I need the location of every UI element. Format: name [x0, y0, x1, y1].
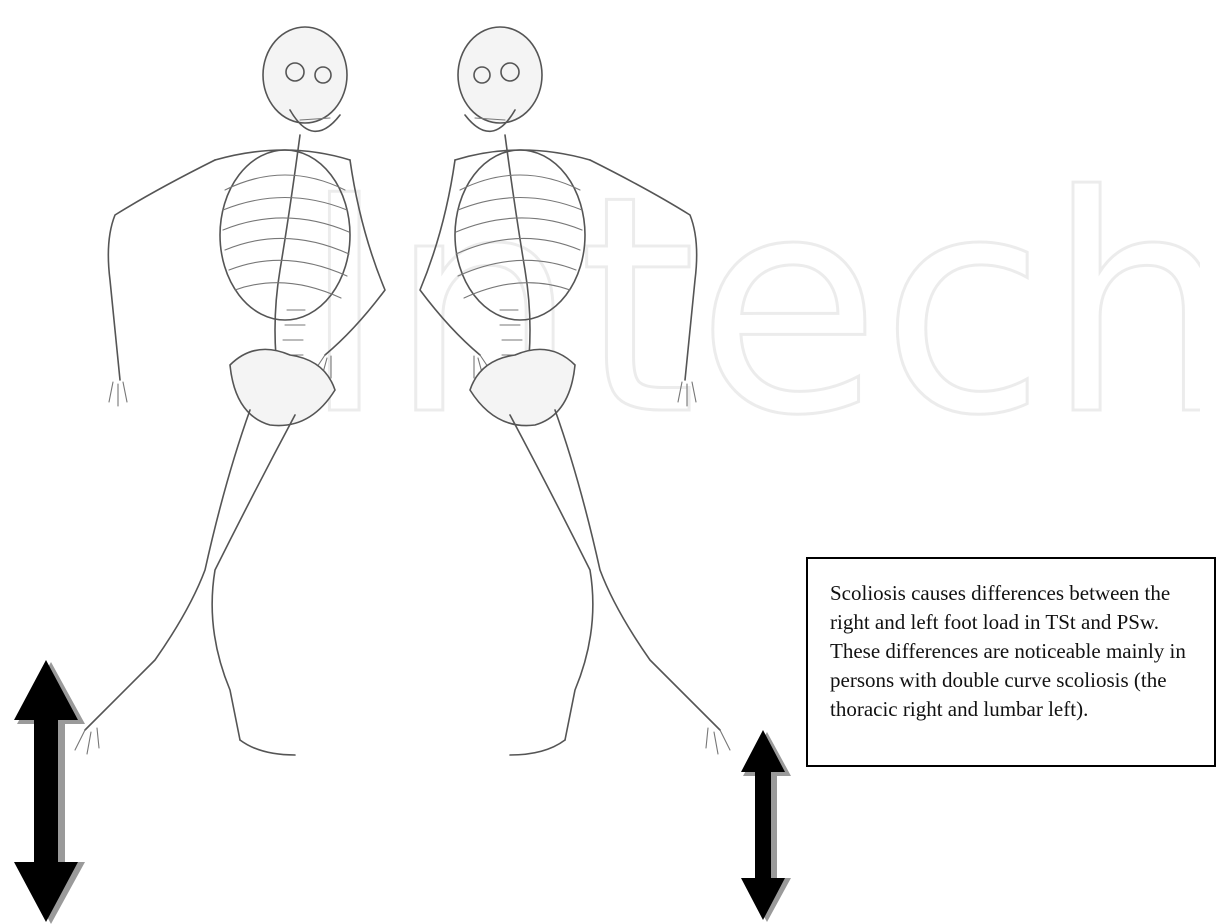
double-arrow-large-icon [6, 660, 86, 924]
double-arrow-small-icon [738, 730, 792, 922]
caption-text: Scoliosis causes differences between the… [830, 579, 1202, 724]
skeleton-left-figure [55, 10, 395, 800]
caption-box: Scoliosis causes differences between the… [806, 557, 1216, 767]
skeleton-right-figure [410, 10, 750, 800]
